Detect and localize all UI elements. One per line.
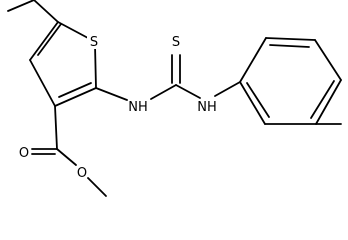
- ring-sulfur-label: S: [90, 35, 98, 50]
- bond-ar-4-inner: [310, 80, 335, 119]
- bond-ar-3: [314, 39, 342, 81]
- tolyl-ring: [214, 37, 342, 125]
- bond-c5-c4: [29, 21, 59, 61]
- bond-ethyl-ch2: [33, 0, 59, 23]
- bond-c3-c2-double: [58, 82, 92, 98]
- bond-s1-c5: [57, 21, 89, 39]
- bond-c2-s1: [94, 44, 97, 89]
- carbonyl-oxygen-label: O: [19, 146, 29, 161]
- bond-ar-1: [239, 37, 267, 83]
- bond-ar-6: [239, 81, 266, 125]
- ethyl-group: [7, 0, 59, 23]
- bond-nh-cs: [150, 84, 177, 100]
- ester-oxygen-label: O: [77, 166, 87, 181]
- bond-cs-nh: [175, 84, 201, 99]
- bond-ar-4: [315, 79, 342, 125]
- thiophene-ring: [29, 21, 97, 107]
- bond-nh-aryl: [214, 81, 241, 97]
- bond-ar-2: [265, 37, 316, 41]
- bond-carbonyl-oester: [56, 148, 77, 166]
- bond-c3-carbonyl: [54, 105, 58, 150]
- thione-sulfur-label: S: [172, 35, 180, 50]
- ester-group: [31, 105, 107, 197]
- atom-labels: S S NH NH O O: [19, 33, 217, 181]
- bond-c3-c2: [54, 87, 97, 107]
- bond-c4-c3: [29, 59, 56, 107]
- bond-ethyl-ch3: [7, 0, 35, 12]
- bond-ar-6-inner: [246, 82, 270, 118]
- left-nh-label: NH: [128, 100, 148, 115]
- bond-c5-c4-double: [37, 23, 62, 56]
- bond-ar-2-inner: [269, 44, 310, 48]
- bond-c2-nh: [95, 87, 128, 101]
- thiourea-group: [95, 54, 201, 101]
- bond-oester-methyl: [87, 177, 107, 197]
- right-nh-label: NH: [197, 100, 217, 115]
- chemical-structure-diagram: S S NH NH O O: [7, 0, 342, 197]
